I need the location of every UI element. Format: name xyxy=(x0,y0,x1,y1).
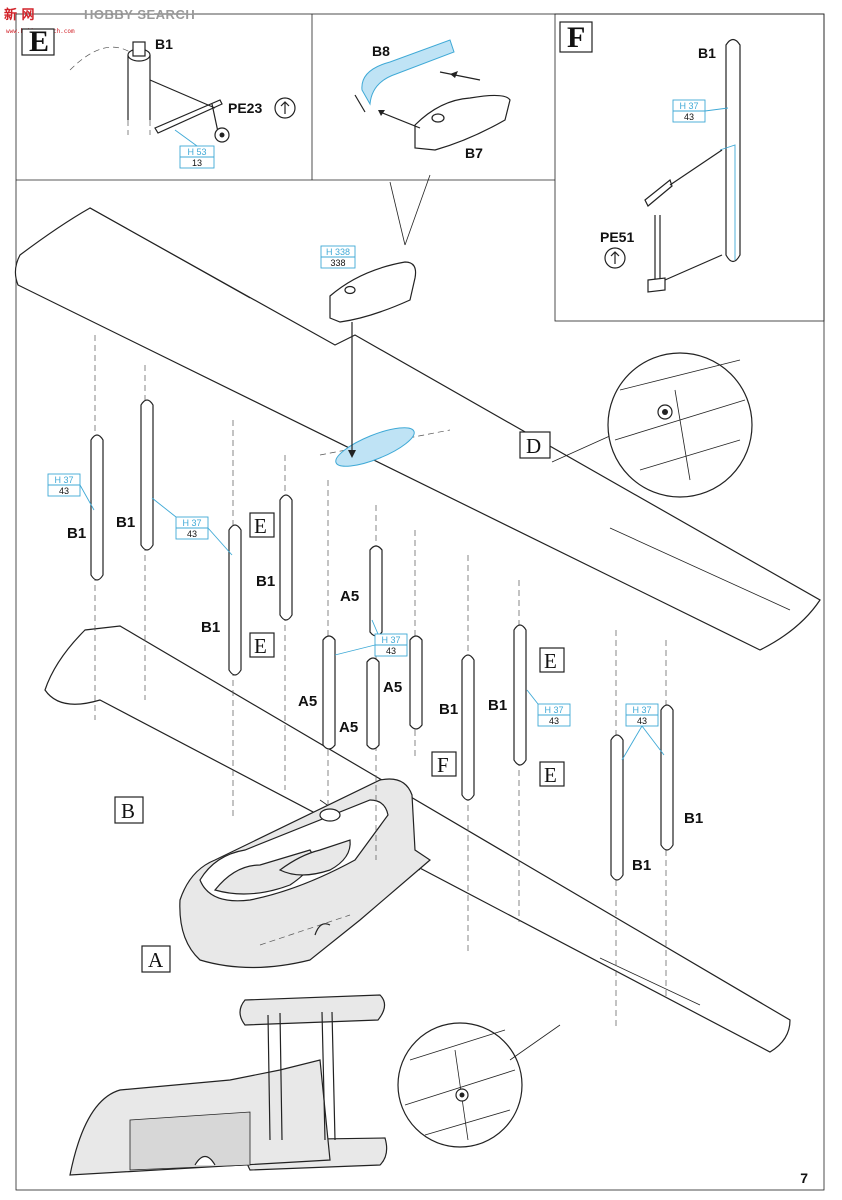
svg-text:43: 43 xyxy=(684,112,694,122)
finished-view xyxy=(69,994,388,1176)
part-b7 xyxy=(414,94,511,151)
label-b7: B7 xyxy=(465,145,483,161)
detail-circle-upper xyxy=(607,352,753,498)
fuel-tank-part xyxy=(329,261,417,458)
strut-b1-e xyxy=(279,494,293,621)
view-label-b: B xyxy=(121,799,135,823)
view-box-e xyxy=(21,28,55,56)
label-b1-r3: B1 xyxy=(632,857,651,874)
label-b1-f: B1 xyxy=(698,45,716,61)
svg-text:E: E xyxy=(254,634,267,658)
svg-text:H 37: H 37 xyxy=(632,705,651,715)
svg-text:E: E xyxy=(544,763,557,787)
strut-group-right: F B1 E E B1 xyxy=(431,555,565,955)
svg-text:43: 43 xyxy=(59,486,69,496)
label-a5-4: A5 xyxy=(339,719,358,736)
svg-text:H 37: H 37 xyxy=(679,101,698,111)
svg-text:F: F xyxy=(437,753,449,777)
inset-detail-e: E B1 PE23 H 53 13 xyxy=(16,14,555,181)
fuel-tank-position xyxy=(335,427,415,467)
watermark-site: HOBBY SEARCH xyxy=(84,7,195,22)
svg-text:H 338: H 338 xyxy=(326,247,350,257)
page-frame xyxy=(15,13,825,1191)
part-b8 xyxy=(361,39,455,106)
strut-group-a5: A5 A5 A5 A5 xyxy=(298,480,423,860)
label-b1-e-strut: B1 xyxy=(256,573,275,590)
paint-code-h37-a5: H 37 43 xyxy=(334,619,408,657)
paint-code-h37-far-right: H 37 43 xyxy=(621,703,665,761)
svg-text:13: 13 xyxy=(192,158,202,168)
paint-code-h53: H 53 13 xyxy=(174,129,215,169)
label-pe51: PE51 xyxy=(600,229,634,245)
svg-text:H 37: H 37 xyxy=(544,705,563,715)
svg-text:E: E xyxy=(254,514,267,538)
strut-group-e: E E B1 xyxy=(249,455,293,790)
svg-text:43: 43 xyxy=(386,646,396,656)
paint-code-h338: H 338 338 xyxy=(320,245,356,269)
label-a5-2: A5 xyxy=(298,693,317,710)
view-label-a: A xyxy=(148,948,164,972)
page-number: 7 xyxy=(800,1170,808,1186)
view-box-d xyxy=(519,431,551,459)
view-label-d: D xyxy=(526,434,541,458)
view-box-b xyxy=(114,796,144,824)
paint-code-h37-mid: H 37 43 xyxy=(151,497,233,556)
paint-code-h37-left: H 37 43 xyxy=(47,473,95,511)
label-b1-s1: B1 xyxy=(67,525,86,542)
detail-circle-lower xyxy=(397,1022,561,1148)
fuselage xyxy=(179,778,431,969)
strut-group-left: B1 B1 B1 xyxy=(67,335,242,820)
view-box-e2 xyxy=(249,632,275,658)
view-box-f2 xyxy=(431,751,457,777)
paint-code-h37-right: H 37 43 xyxy=(526,689,571,727)
strut-group-far-right: B1 B1 xyxy=(610,630,703,1030)
svg-text:H 37: H 37 xyxy=(182,518,201,528)
paint-code-h37-f: H 37 43 xyxy=(672,99,729,123)
view-box-f xyxy=(559,21,593,53)
strut-b1-f xyxy=(725,38,741,263)
label-b1-e: B1 xyxy=(155,36,173,52)
svg-text:H 37: H 37 xyxy=(54,475,73,485)
label-pe23: PE23 xyxy=(228,100,262,116)
label-b1-r4: B1 xyxy=(684,810,703,827)
upper-wing xyxy=(14,174,821,651)
svg-text:E: E xyxy=(544,649,557,673)
strut-b1-3 xyxy=(228,524,242,676)
view-box-a xyxy=(141,945,171,973)
label-a5-3: A5 xyxy=(383,679,402,696)
inset-fuel-tank: B8 B7 xyxy=(354,39,511,161)
label-a5-1: A5 xyxy=(340,588,359,605)
svg-text:43: 43 xyxy=(637,716,647,726)
label-b1-s3: B1 xyxy=(201,619,220,636)
label-b1-r1: B1 xyxy=(439,701,458,718)
inset-detail-f: F B1 PE51 H 37 43 xyxy=(554,13,825,322)
strut-b1-1 xyxy=(90,434,104,581)
view-box-e1 xyxy=(249,512,275,538)
label-b1-s2: B1 xyxy=(116,514,135,531)
view-box-e3 xyxy=(539,647,565,673)
svg-text:43: 43 xyxy=(549,716,559,726)
watermark-cn: 新 网 xyxy=(4,7,35,23)
svg-text:338: 338 xyxy=(330,258,345,268)
svg-text:43: 43 xyxy=(187,529,197,539)
label-b8: B8 xyxy=(372,43,390,59)
view-label-e: E xyxy=(29,25,49,58)
svg-text:H 37: H 37 xyxy=(381,635,400,645)
view-box-e4 xyxy=(539,761,565,787)
svg-text:H 53: H 53 xyxy=(187,147,206,157)
label-b1-r2: B1 xyxy=(488,697,507,714)
view-label-f: F xyxy=(567,21,585,54)
strut-b1-2 xyxy=(140,399,154,551)
